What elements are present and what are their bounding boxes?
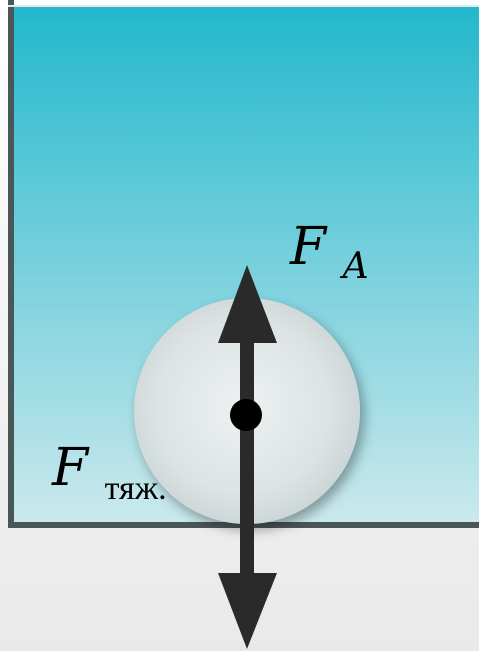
buoyant-force-subscript: A (340, 246, 369, 287)
gravity-force-symbol: F (51, 438, 90, 498)
center-of-mass-dot (230, 399, 262, 431)
buoyant-force-label: F A (289, 217, 369, 287)
vessel-wall (8, 0, 479, 528)
gravity-force-arrow (218, 413, 277, 649)
buoyant-force-symbol: F (289, 217, 328, 277)
gravity-force-label: F тяж. (51, 438, 167, 507)
buoyant-force-arrow (218, 265, 277, 415)
gravity-force-subscript: тяж. (105, 470, 167, 507)
